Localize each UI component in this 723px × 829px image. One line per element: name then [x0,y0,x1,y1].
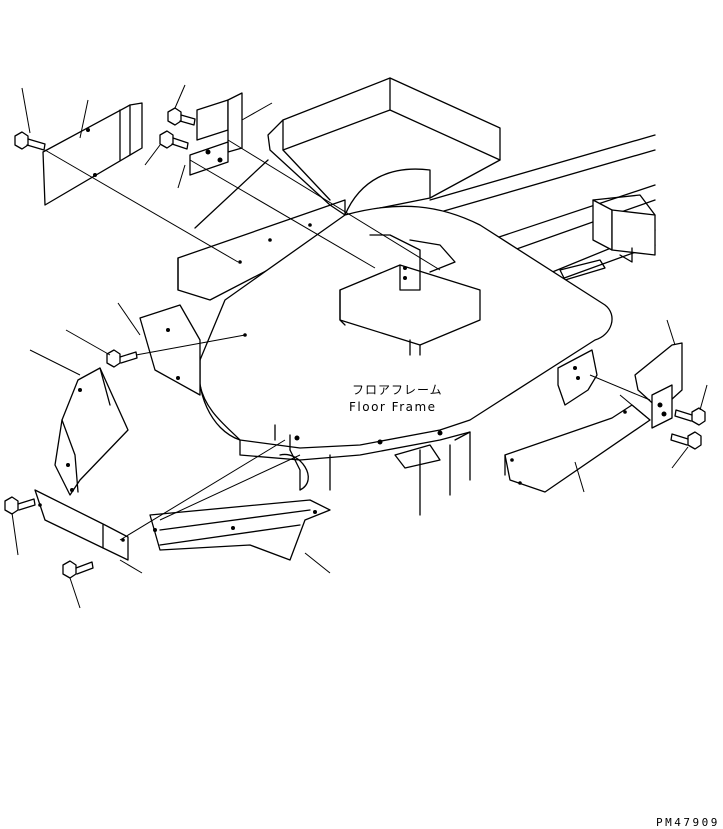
bolt-4 [106,349,138,368]
lower-left-cover-plate [34,489,129,561]
left-side-plate [139,304,201,396]
lower-pedestal [279,431,471,516]
upper-console [177,77,501,301]
right-long-cover-plate [504,404,651,493]
bolt-1 [14,131,46,151]
bolt-7 [674,407,706,426]
center-seat-bracket [339,234,481,356]
right-side-bracket [634,342,683,429]
bolt-8 [670,431,702,450]
right-bracket-box [592,194,656,263]
bolt-2 [167,107,196,126]
bolt-5 [4,496,36,515]
floor-frame-label-en: Floor Frame [349,400,437,414]
top-left-cover-plate [42,102,143,206]
center-right-bracket [557,349,598,406]
leader-lines [11,84,708,609]
bolt-6 [62,560,94,579]
floor-frame-label-jp: フロアフレーム [352,383,443,397]
bolt-3 [159,130,189,150]
top-small-bracket [189,92,243,176]
left-fender-bracket [54,367,129,496]
lower-step-plate [149,499,331,561]
drawing-code: PM47909 [656,816,720,829]
